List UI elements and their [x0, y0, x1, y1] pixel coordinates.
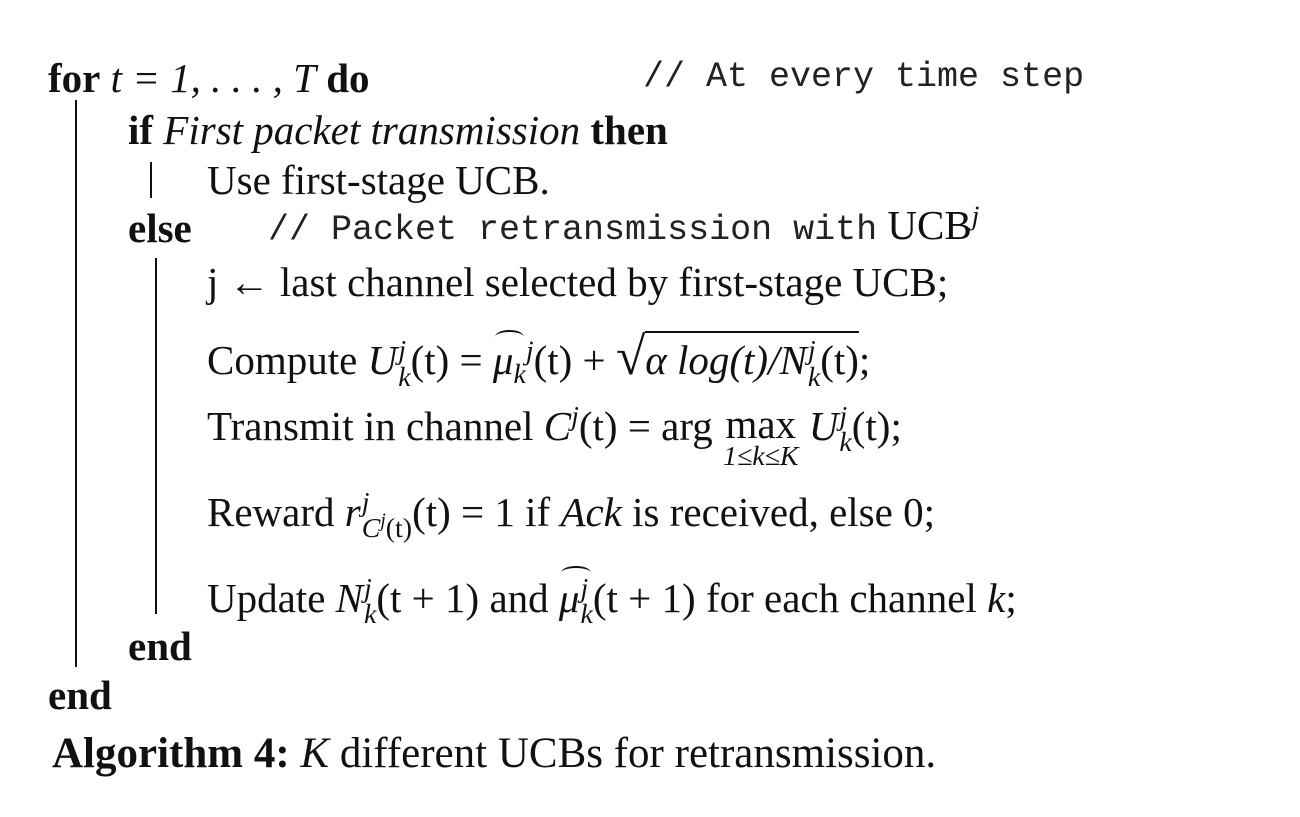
end-for: end — [48, 672, 112, 718]
else-line: else — [128, 208, 192, 249]
if-line: if First packet transmission then — [128, 110, 668, 151]
u-arg: (t); — [851, 402, 902, 449]
r-sub-arg: (t) — [385, 513, 413, 545]
k-symbol: k — [987, 574, 1006, 621]
loop-range: t = 1, . . . , T — [110, 55, 316, 101]
reward-eq: (t) = 1 if — [412, 488, 551, 535]
mu-sup: j — [525, 335, 534, 367]
mu-sup: j — [580, 573, 589, 604]
keyword-then: then — [590, 107, 668, 153]
comment-text: // Packet retransmission with — [268, 210, 878, 250]
sqrt-body: α log(t)/ — [645, 337, 780, 383]
end-else: end — [128, 623, 192, 669]
ack-word: Ack — [560, 488, 622, 535]
transmit-word: Transmit in channel — [207, 402, 534, 449]
mu-symbol: μ — [492, 337, 514, 383]
comment-time-step: // At every time step — [643, 57, 1085, 97]
keyword-for: for — [48, 55, 101, 101]
u-arg: (t) = — [410, 337, 493, 383]
if-block-bar — [150, 162, 152, 198]
u-sub: k — [398, 361, 411, 393]
n-sup: j — [364, 573, 372, 604]
keyword-else: else — [128, 205, 192, 251]
mu-arg: (t) + — [533, 337, 616, 383]
u-symbol: U — [367, 337, 398, 383]
reward-rest: is received, else 0; — [632, 488, 935, 535]
n-sub: k — [807, 361, 821, 393]
ucb-text: UCB — [887, 202, 972, 248]
semicolon: ; — [1005, 574, 1017, 621]
c-sup: j — [571, 401, 579, 433]
compute-word: Compute — [207, 337, 358, 383]
u-sup: j — [398, 335, 406, 367]
use-line: Use first-stage UCB. — [207, 157, 550, 203]
n-arg: (t) — [820, 337, 859, 383]
if-condition: First packet transmission — [163, 107, 581, 153]
caption-label: Algorithm 4: — [52, 730, 290, 777]
c-arg: (t) = arg — [578, 402, 713, 449]
comment-retransmission: // Packet retransmission with UCBj — [268, 202, 979, 250]
max-limits: 1≤k≤K — [723, 441, 799, 472]
mu-sub: k — [580, 599, 593, 631]
keyword-do: do — [326, 55, 370, 101]
algorithm-caption: Algorithm 4: K different UCBs for retran… — [52, 732, 936, 775]
mu-symbol: μ — [558, 574, 580, 621]
n-sup: j — [807, 335, 816, 367]
r-sub: C — [361, 513, 381, 545]
n-sub: k — [364, 599, 377, 631]
caption-k: K — [300, 730, 330, 777]
mu-arg: (t + 1) for each channel — [592, 574, 977, 621]
mu-sub: k — [513, 359, 526, 391]
u-sup: j — [839, 401, 848, 432]
u-symbol: U — [808, 402, 839, 449]
keyword-if: if — [128, 107, 154, 153]
n-symbol: N — [335, 574, 364, 621]
n-arg: (t + 1) and — [376, 574, 549, 621]
r-sub-sup: j — [380, 511, 386, 533]
else-block-bar — [155, 258, 157, 614]
ucb-sup: j — [971, 200, 980, 232]
r-sup: j — [361, 487, 370, 518]
for-loop-bar — [75, 100, 77, 667]
max-word: max — [725, 401, 797, 447]
u-sub: k — [839, 427, 852, 459]
j-assign-line: j ← last channel selected by first-stage… — [207, 259, 949, 305]
caption-text: different UCBs for retransmission. — [339, 730, 937, 777]
n-symbol: N — [779, 337, 807, 383]
c-symbol: C — [543, 402, 572, 449]
r-symbol: r — [344, 488, 361, 535]
for-line: for t = 1, . . . , T do — [48, 58, 370, 99]
update-word: Update — [207, 574, 326, 621]
semicolon: ; — [858, 337, 871, 383]
reward-word: Reward — [207, 488, 335, 535]
